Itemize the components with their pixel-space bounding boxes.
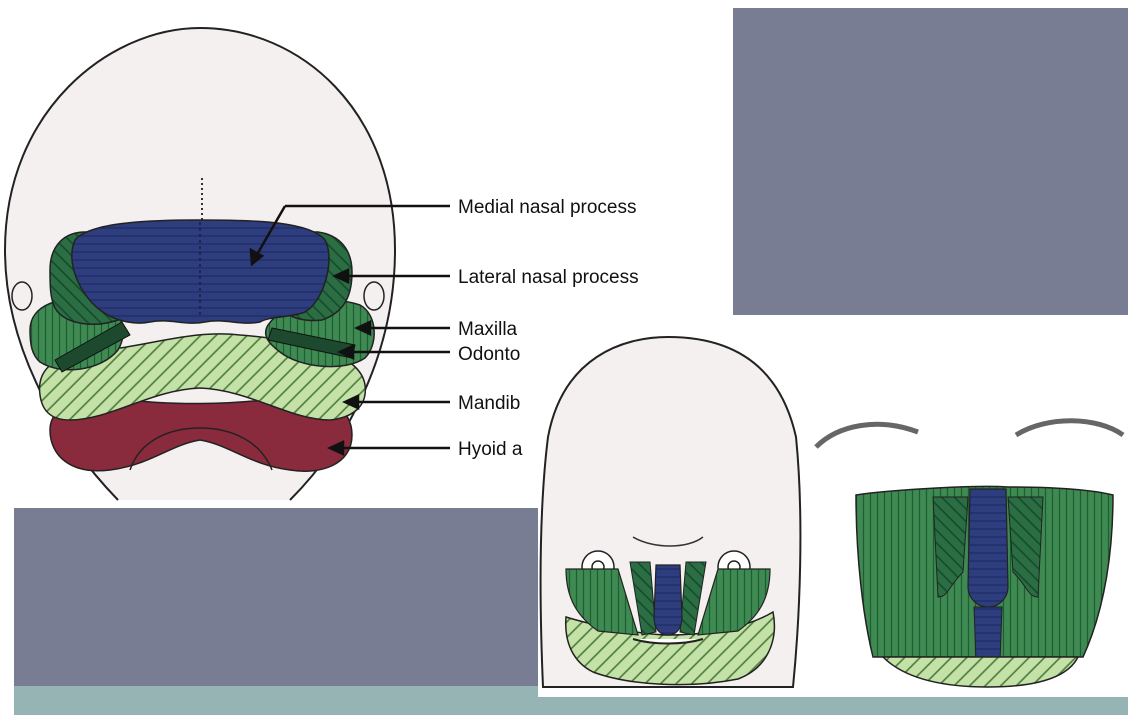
later-stage-faces <box>538 317 1128 697</box>
label-odonto: Odonto <box>458 344 520 365</box>
label-mandib: Mandib <box>458 393 520 414</box>
label-lateral-nasal: Lateral nasal process <box>458 267 639 288</box>
label-medial-nasal: Medial nasal process <box>458 197 636 218</box>
right-ear <box>364 282 384 310</box>
eyebrow-left <box>816 424 918 447</box>
medial-nasal-3 <box>968 489 1008 607</box>
medial-nasal-2 <box>654 565 682 635</box>
left-ear <box>12 282 32 310</box>
label-hyoid: Hyoid a <box>458 439 523 460</box>
eyebrow-right <box>1016 421 1123 435</box>
inset-figure <box>538 317 1128 697</box>
label-maxilla: Maxilla <box>458 319 518 340</box>
chin-region-3 <box>883 657 1078 687</box>
